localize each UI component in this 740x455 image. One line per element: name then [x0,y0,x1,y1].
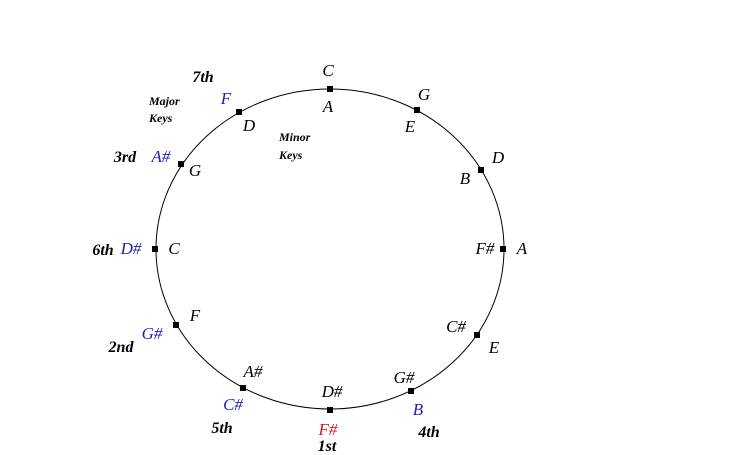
scale-degree-label: 1st [318,438,337,455]
position-marker [152,246,158,252]
scale-degree-label: 2nd [108,339,135,356]
major-key-label: A# [151,147,171,166]
scale-degree-label: 6th [92,242,113,259]
scale-degree-label: 5th [211,420,232,437]
major-key-label: B [413,400,424,419]
major-key-label: E [488,338,500,357]
minor-key-label: G [189,161,201,180]
scale-degree-label: 7th [192,69,213,86]
position-marker [414,107,420,113]
position-marker [327,407,333,413]
minor-keys-legend-line2: Keys [278,148,303,162]
scale-degree-label: 3rd [113,149,137,166]
position-marker [173,322,179,328]
major-key-label: F# [318,420,338,439]
position-marker [240,385,246,391]
position-marker [408,388,414,394]
minor-key-label: D [242,116,256,135]
scale-degree-label: 4th [417,424,439,441]
position-marker [478,167,484,173]
major-key-label: D [491,148,505,167]
minor-key-label: D# [321,382,343,401]
position-marker [474,332,480,338]
minor-key-label: A [322,97,334,116]
minor-key-label: C# [446,317,466,336]
circle-of-fifths-ring [155,88,505,410]
position-marker [327,86,333,92]
position-marker [178,161,184,167]
minor-key-label: G# [394,368,415,387]
minor-key-label: A# [243,362,263,381]
major-keys-legend-line1: Major [148,94,180,108]
minor-key-label: B [460,169,471,188]
minor-keys-legend-line1: Minor [278,130,311,144]
major-keys-legend-line2: Keys [148,111,173,125]
minor-key-label: C [168,239,180,258]
major-key-label: C# [223,395,243,414]
major-key-label: D# [120,239,142,258]
minor-key-label: F [189,306,201,325]
position-marker [236,109,242,115]
major-key-label: F [220,89,232,108]
major-key-label: C [322,61,334,80]
position-marker [500,246,506,252]
minor-key-label: E [404,117,416,136]
major-key-label: G [418,85,430,104]
major-key-label: G# [142,324,163,343]
major-key-label: A [516,239,528,258]
key-positions: CAGEDBAF#EC#BG#4thF#D#1stC#A#5thG#F2ndD#… [92,61,527,455]
minor-key-label: F# [475,239,495,258]
